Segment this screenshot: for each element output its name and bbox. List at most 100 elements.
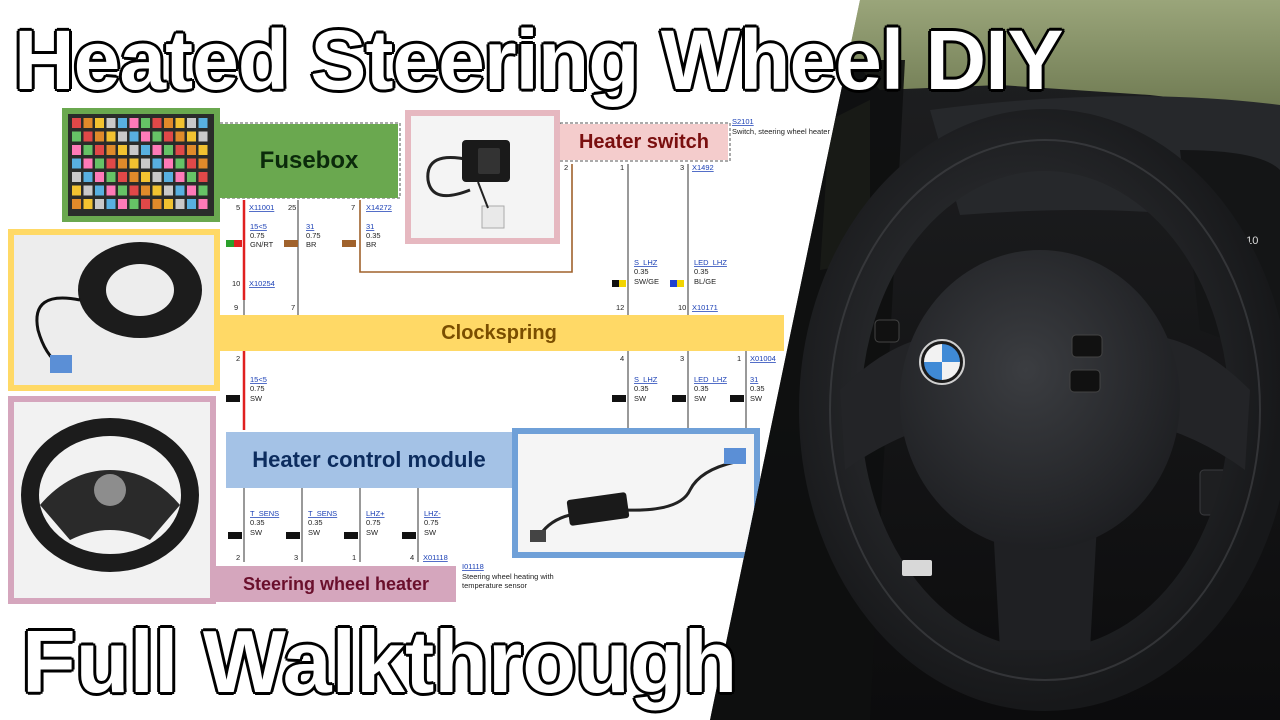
wire-top-2-gauge: 0.75 [306, 231, 321, 240]
fuse [95, 145, 104, 155]
fuse [106, 118, 116, 128]
wire-top-1-gauge: 0.75 [250, 231, 265, 240]
fuse [187, 118, 196, 128]
fuse [141, 118, 150, 128]
fuse [164, 172, 173, 182]
component-i01118-desc-2: temperature sensor [462, 581, 528, 590]
fuse [198, 158, 208, 169]
wire-top-6-name: LED_LHZ [694, 258, 727, 267]
pin-clock-10b: 10 [678, 303, 686, 312]
fuse [175, 172, 185, 182]
clockspring-photo [8, 229, 220, 391]
fuse [152, 118, 162, 128]
bmw-emblem-icon [919, 339, 965, 385]
heater-module-photo [512, 428, 760, 558]
fuse [152, 158, 162, 169]
fuse [164, 145, 173, 155]
fuse [83, 118, 93, 128]
fuse [106, 131, 116, 142]
fuse [198, 199, 208, 209]
fuse [175, 158, 185, 169]
fuse [72, 118, 81, 128]
fuse [141, 145, 150, 155]
fuse [118, 131, 127, 142]
fusebox-photo [62, 108, 220, 222]
fuse [175, 185, 185, 196]
wire-swatch-gn-rt [226, 240, 242, 247]
fuse [187, 199, 196, 209]
connector-x10254: X10254 [249, 279, 275, 288]
wire-bot-3-color: SW [366, 528, 379, 537]
fuse [95, 185, 104, 196]
pin-bot-1: 1 [352, 553, 356, 562]
pin-mid-2: 2 [236, 354, 240, 363]
pin-x11001-5: 5 [236, 203, 240, 212]
pin-x11001-25: 25 [288, 203, 296, 212]
fuse [72, 131, 81, 142]
component-i01118-desc-1: Steering wheel heating with [462, 572, 554, 581]
wire-mid-2-color: SW [634, 394, 647, 403]
wire-swatch-br-1 [284, 240, 298, 247]
fuse [118, 118, 127, 128]
wire-mid-3-color: SW [694, 394, 707, 403]
fuse [118, 158, 127, 169]
fuse [72, 158, 81, 169]
wire-bot-2-color: SW [308, 528, 321, 537]
wire-swatch-sw-1 [226, 395, 240, 402]
connector-x14272: X14272 [366, 203, 392, 212]
wire-bot-1-name: T_SENS [250, 509, 279, 518]
wire-swatch-sw-6 [286, 532, 300, 539]
wire-bot-1-gauge: 0.35 [250, 518, 265, 527]
fuse [83, 199, 93, 209]
pin-mid-4: 4 [620, 354, 624, 363]
wire-bot-4-name: LHZ- [424, 509, 441, 518]
fuse [72, 172, 81, 182]
heater-control-module-label: Heater control module [226, 432, 512, 488]
fuse [106, 172, 116, 182]
wire-swatch-bl-ge [670, 280, 684, 287]
fusebox-label: Fusebox [220, 124, 398, 198]
wire-swatch-sw-7 [344, 532, 358, 539]
connector-x11001: X11001 [249, 203, 274, 212]
fuse [106, 145, 116, 155]
pin-x14272-7: 7 [351, 203, 355, 212]
component-s2101: S2101 [732, 117, 754, 126]
fuse [83, 158, 93, 169]
wire-top-3-gauge: 0.35 [366, 231, 381, 240]
fuse [198, 185, 208, 196]
fuse [95, 118, 104, 128]
wire-bot-1-color: SW [250, 528, 263, 537]
fuse [106, 158, 116, 169]
pin-bot-3: 3 [294, 553, 298, 562]
fuse [164, 131, 173, 142]
wire-swatch-sw-ge [612, 280, 626, 287]
fuse [118, 145, 127, 155]
pin-clock-7: 7 [291, 303, 295, 312]
fuse [175, 199, 185, 209]
pin-clock-12: 12 [616, 303, 624, 312]
pin-switch-1: 1 [620, 163, 624, 172]
wire-mid-2-gauge: 0.35 [634, 384, 649, 393]
fuse [175, 145, 185, 155]
fuse [187, 185, 196, 196]
fuse [118, 185, 127, 196]
fuse [141, 199, 150, 209]
connector-x01004: X01004 [750, 354, 776, 363]
fuse [164, 185, 173, 196]
component-s2101-desc: Switch, steering wheel heater [732, 127, 830, 136]
wire-top-6-color: BL/GE [694, 277, 716, 286]
connector-x01118: X01118 [423, 553, 448, 562]
fuse [95, 131, 104, 142]
fuse [198, 131, 208, 142]
heater-switch-photo [405, 110, 560, 244]
fuse [95, 158, 104, 169]
pin-clock-10: 10 [232, 279, 240, 288]
wire-top-5-color: SW/GE [634, 277, 659, 286]
wire-mid-1-gauge: 0.75 [250, 384, 265, 393]
wire-bot-2-name: T_SENS [308, 509, 337, 518]
pin-switch-2: 2 [564, 163, 568, 172]
steering-wheel-heater-label: Steering wheel heater [216, 566, 456, 602]
pin-clock-9: 9 [234, 303, 238, 312]
